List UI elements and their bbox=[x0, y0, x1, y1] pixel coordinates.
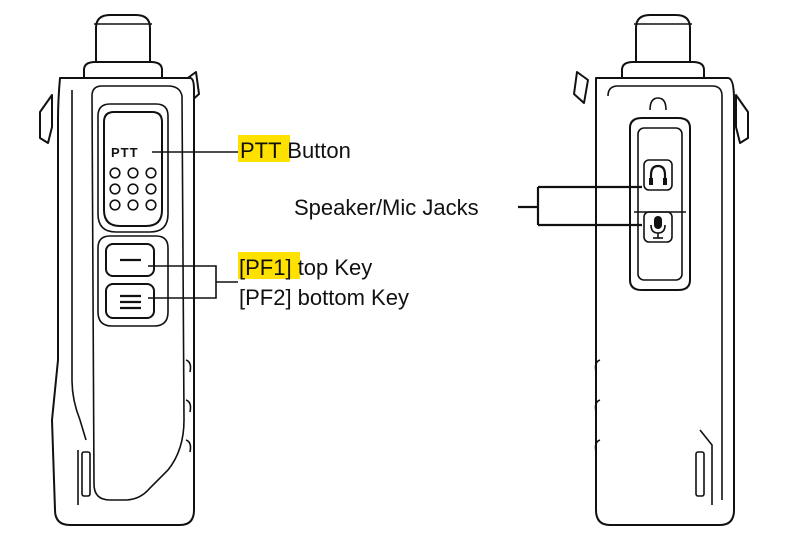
pf-keys bbox=[97, 235, 169, 327]
pf1-label-rest: top Key bbox=[292, 255, 373, 280]
ptt-button: PTT bbox=[97, 103, 169, 233]
jacks-bracket bbox=[536, 185, 642, 227]
microphone-icon bbox=[643, 211, 673, 243]
right-strap-lug bbox=[573, 71, 589, 104]
pf1-label: [PF1] top Key bbox=[239, 255, 372, 280]
right-grip-slot bbox=[695, 451, 705, 497]
jacks-label: Speaker/Mic Jacks bbox=[294, 195, 479, 220]
left-grip-slot bbox=[81, 451, 91, 497]
ptt-grille bbox=[109, 167, 157, 211]
right-clip-tab bbox=[735, 94, 749, 144]
left-side-panel bbox=[91, 85, 185, 501]
ptt-highlight-box bbox=[238, 135, 290, 162]
right-radio bbox=[573, 14, 749, 526]
pf2-label: [PF2] bottom Key bbox=[239, 285, 409, 310]
pf-bracket bbox=[148, 265, 238, 299]
ptt-label-rest: Button bbox=[281, 138, 351, 163]
callout-lines bbox=[148, 151, 642, 299]
right-antenna bbox=[621, 14, 705, 81]
ptt-label-highlight: PTT bbox=[240, 138, 281, 163]
labels: PTT Button Speaker/Mic Jacks [PF1] top K… bbox=[238, 135, 479, 310]
pf1-highlight-box bbox=[238, 252, 300, 279]
pf1-label-highlight: [PF1] bbox=[239, 255, 292, 280]
left-radio: PTT bbox=[39, 14, 200, 526]
headphones-icon bbox=[643, 159, 673, 191]
left-clip-tab bbox=[39, 94, 53, 144]
ptt-label: PTT Button bbox=[240, 138, 351, 163]
left-antenna bbox=[83, 14, 163, 81]
jack-cover bbox=[629, 117, 691, 291]
ptt-engraving: PTT bbox=[111, 145, 139, 160]
